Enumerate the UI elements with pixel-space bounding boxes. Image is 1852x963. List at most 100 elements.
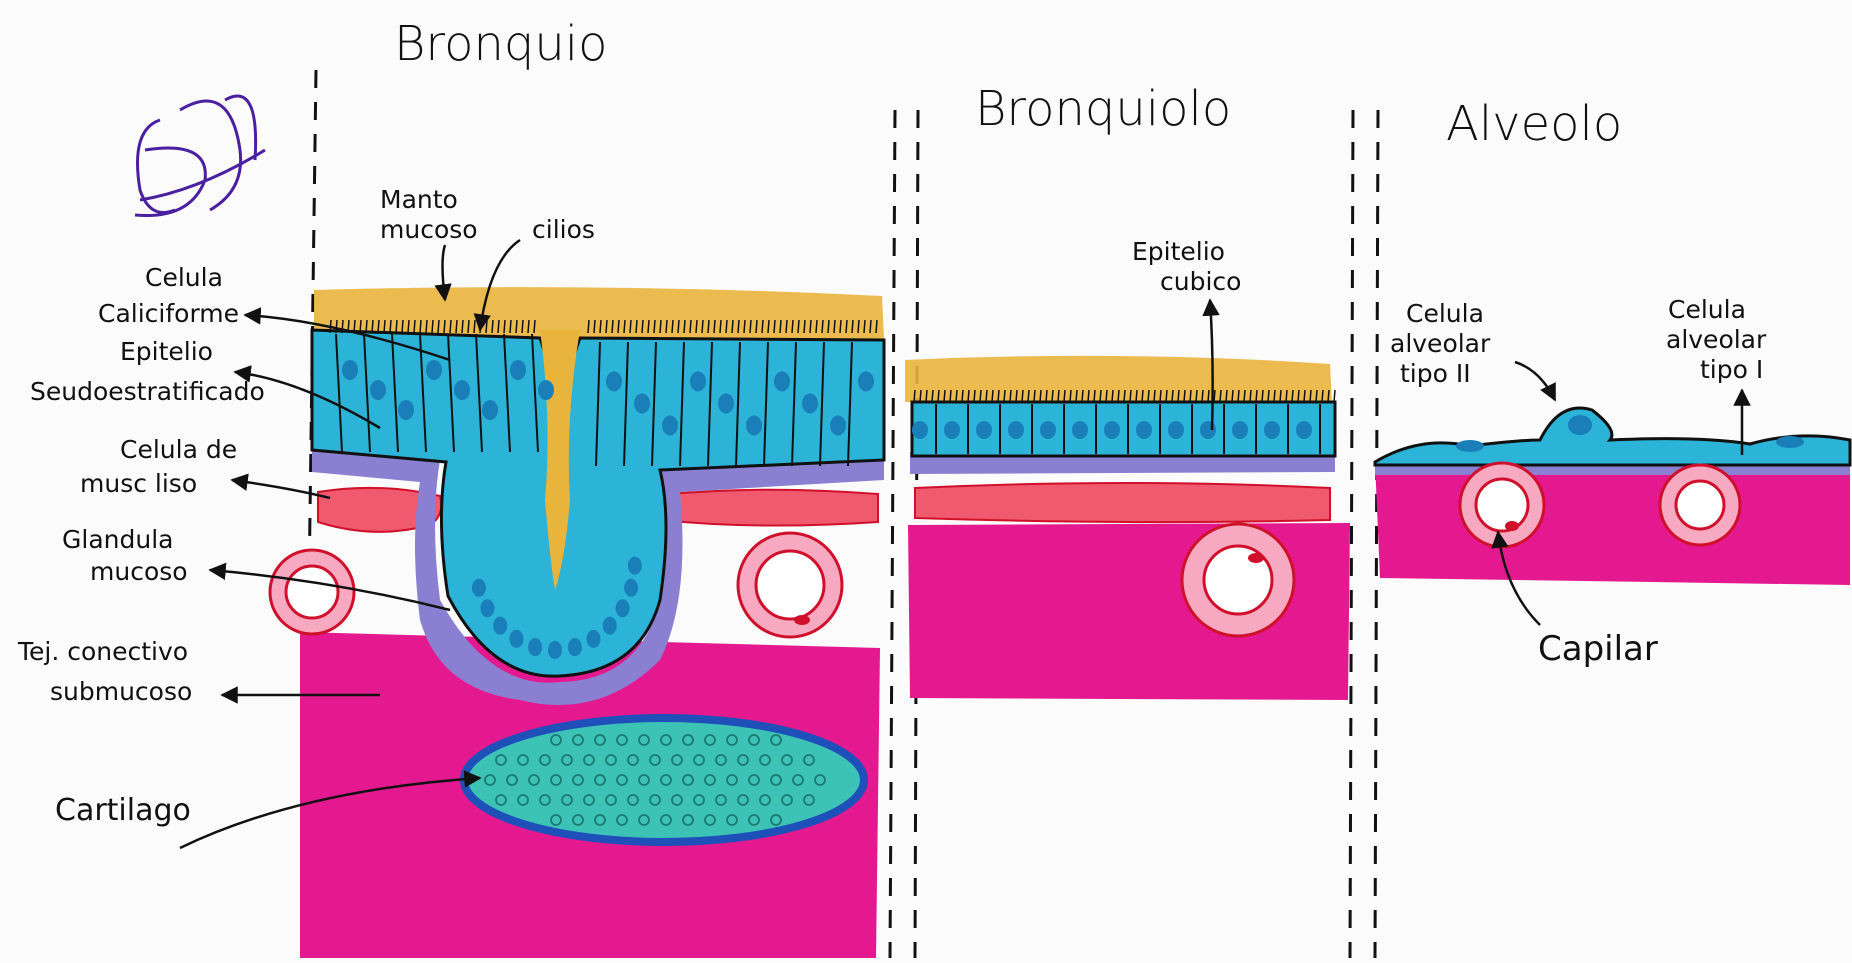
bronquiolo-cilium — [1148, 390, 1149, 402]
bronquio-cilium — [822, 320, 823, 333]
bronquio-cilium — [792, 320, 793, 333]
alveolo-section — [1375, 408, 1850, 585]
bronquio-cilium — [372, 320, 373, 333]
type2-cell-nucleus — [1568, 415, 1592, 435]
bronquio-cilium — [516, 320, 517, 333]
bronquio-nucleus — [510, 360, 526, 380]
bronquiolo-cilium — [956, 390, 957, 402]
divider-alveolo-left — [1375, 110, 1378, 958]
gland-nucleus — [616, 599, 630, 617]
bronquio-cilium — [378, 320, 379, 333]
label-alveolar1-line2: alveolar — [1666, 325, 1767, 354]
bronquiolo-cilium — [962, 390, 963, 402]
gland-nucleus — [480, 599, 494, 617]
bronquio-cilium — [684, 320, 685, 333]
label-cilios: cilios — [532, 215, 595, 244]
bronquiolo-cilium — [1016, 390, 1017, 402]
label-epitelio-seudo-line2: Seudoestratificado — [30, 377, 265, 406]
bronquio-nucleus — [482, 400, 498, 420]
bronquio-nucleus — [746, 415, 762, 435]
bronquiolo-nucleus — [912, 421, 928, 439]
bronquio-smooth-muscle-right — [660, 490, 878, 526]
label-manto-line1: Manto — [380, 185, 458, 214]
bronquio-cilium — [720, 320, 721, 333]
bronquio-cilium — [768, 320, 769, 333]
bronquio-cilium — [834, 320, 835, 333]
bronquio-nucleus — [774, 371, 790, 391]
bronquio-cilium — [714, 320, 715, 333]
bronquio-cilium — [504, 320, 505, 333]
bronquio-cilium — [696, 320, 697, 333]
gland-nucleus — [548, 641, 562, 659]
bronquio-cilium — [762, 320, 763, 333]
bronquio-cilium — [528, 320, 529, 333]
bronquiolo-cilium — [992, 390, 993, 402]
bronquiolo-cilium — [1304, 390, 1305, 402]
bronquiolo-cilium — [1196, 390, 1197, 402]
bronquio-cilium — [444, 320, 445, 333]
bronquiolo-cilium — [1190, 390, 1191, 402]
bronquio-cilium — [816, 320, 817, 333]
bronquio-vessel-right-lumen — [756, 551, 824, 619]
label-tejido-line2: submucoso — [50, 677, 192, 706]
bronquio-nucleus — [634, 393, 650, 413]
bronquiolo-cilium — [986, 390, 987, 402]
bronquio-cilium — [498, 320, 499, 333]
label-celula-caliciforme-line1: Celula — [145, 263, 223, 292]
bronquiolo-cilium — [1130, 390, 1131, 402]
bronquiolo-section — [905, 356, 1350, 700]
alveolo-connective-tissue — [1375, 462, 1850, 585]
bronquio-cilium — [660, 320, 661, 333]
bronquiolo-cilium — [1286, 390, 1287, 402]
bronquio-cilium — [864, 320, 865, 333]
bronquio-cilium — [648, 320, 649, 333]
gland-nucleus — [472, 579, 486, 597]
bronquio-cilium — [390, 320, 391, 333]
bronquio-section — [270, 287, 884, 958]
bronquiolo-nucleus — [1008, 421, 1024, 439]
bronquiolo-nucleus — [1232, 421, 1248, 439]
bronquio-cilium — [636, 320, 637, 333]
bronquiolo-cilium — [1082, 390, 1083, 402]
bronquiolo-cilium — [1226, 390, 1227, 402]
bronquiolo-cilium — [1160, 390, 1161, 402]
bronquiolo-cilium — [1040, 390, 1041, 402]
bronquiolo-cilium — [1034, 390, 1035, 402]
bronquio-cilium — [414, 320, 415, 333]
alveolo-capillary-2-lumen — [1676, 481, 1724, 529]
bronquio-cilium — [876, 320, 877, 333]
bronquio-cilium — [666, 320, 667, 333]
bronquiolo-cilium — [1208, 390, 1209, 402]
label-epitelio-seudo-line1: Epitelio — [120, 337, 213, 366]
bronquiolo-vessel-rbc — [1248, 553, 1264, 563]
bronquio-cilium — [462, 320, 463, 333]
bronquio-cilium — [492, 320, 493, 333]
bronquiolo-cilium — [1328, 390, 1329, 402]
bronquio-nucleus — [426, 360, 442, 380]
bronquiolo-cilium — [1280, 390, 1281, 402]
bronquiolo-cilium — [1124, 390, 1125, 402]
bronquio-cilium — [600, 320, 601, 333]
label-alveolar2-line3: tipo II — [1400, 359, 1471, 388]
bronquio-cilium — [450, 320, 451, 333]
bronquiolo-cilium — [1136, 390, 1137, 402]
bronquiolo-cilium — [1238, 390, 1239, 402]
bronquio-cilium — [654, 320, 655, 333]
bronquiolo-cilium — [1046, 390, 1047, 402]
bronquio-cilium — [870, 320, 871, 333]
bronquiolo-cilium — [1118, 390, 1119, 402]
bronquiolo-cilium — [1010, 390, 1011, 402]
bronquiolo-nucleus — [944, 421, 960, 439]
bronquio-nucleus — [370, 380, 386, 400]
bronquiolo-cilium — [1064, 390, 1065, 402]
bronquio-cilium — [786, 320, 787, 333]
bronquiolo-cilium — [1070, 390, 1071, 402]
bronquio-cilium — [420, 320, 421, 333]
bronquio-cilium — [438, 320, 439, 333]
bronquio-cilium — [726, 320, 727, 333]
bronquio-cilium — [594, 320, 595, 333]
bronquiolo-cilium — [1220, 390, 1221, 402]
divider-bronquio-right — [890, 110, 895, 958]
label-manto-line2: mucoso — [380, 215, 478, 244]
bronquio-cilium — [402, 320, 403, 333]
